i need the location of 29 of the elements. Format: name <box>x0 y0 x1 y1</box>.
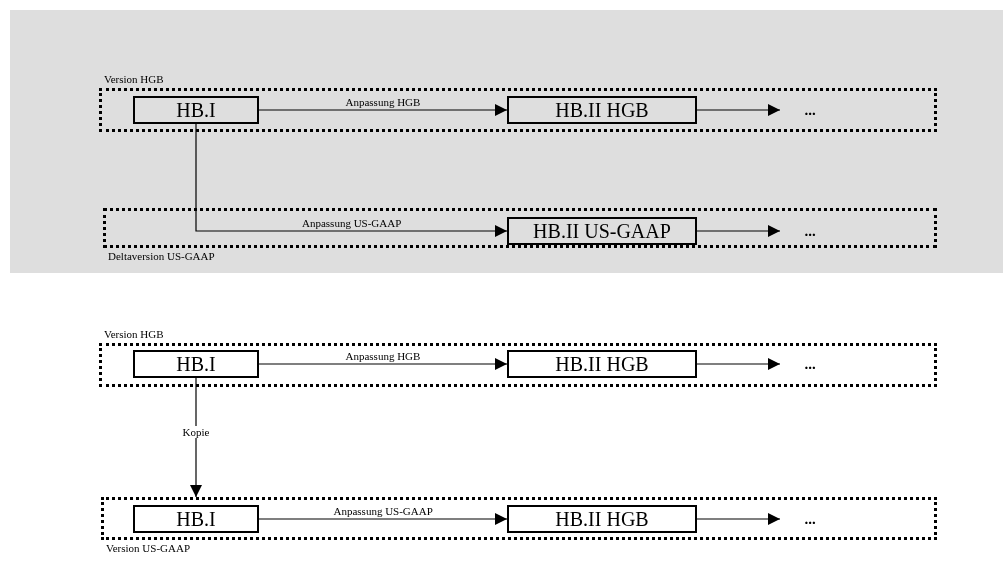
group-label: Deltaversion US-GAAP <box>108 250 215 263</box>
arrow <box>696 358 781 370</box>
group-label: Version US-GAAP <box>106 542 191 555</box>
group-label: Version HGB <box>104 328 164 341</box>
arrow <box>696 513 781 525</box>
process-box: HB.II HGB <box>507 350 697 378</box>
process-box: HB.I <box>133 505 259 533</box>
ellipsis-text: ... <box>780 219 840 243</box>
arrow <box>258 513 508 525</box>
ellipsis-text: ... <box>780 352 840 376</box>
process-box: HB.II HGB <box>507 505 697 533</box>
edge-label: Anpassung US-GAAP <box>331 505 435 517</box>
arrow <box>195 123 508 237</box>
edge-label: Kopie <box>180 425 212 438</box>
ellipsis-text: ... <box>780 507 840 531</box>
arrow <box>696 104 781 116</box>
arrow <box>696 225 781 237</box>
arrow <box>190 377 202 498</box>
edge-label: Anpassung HGB <box>343 350 423 362</box>
group-label: Version HGB <box>104 73 164 86</box>
process-box: HB.I <box>133 350 259 378</box>
ellipsis-text: ... <box>780 98 840 122</box>
process-box: HB.II HGB <box>507 96 697 124</box>
arrow <box>258 358 508 370</box>
edge-label: Anpassung US-GAAP <box>300 217 404 229</box>
edge-label: Anpassung HGB <box>343 96 423 108</box>
process-box: HB.I <box>133 96 259 124</box>
arrow <box>258 104 508 116</box>
process-box: HB.II US-GAAP <box>507 217 697 245</box>
